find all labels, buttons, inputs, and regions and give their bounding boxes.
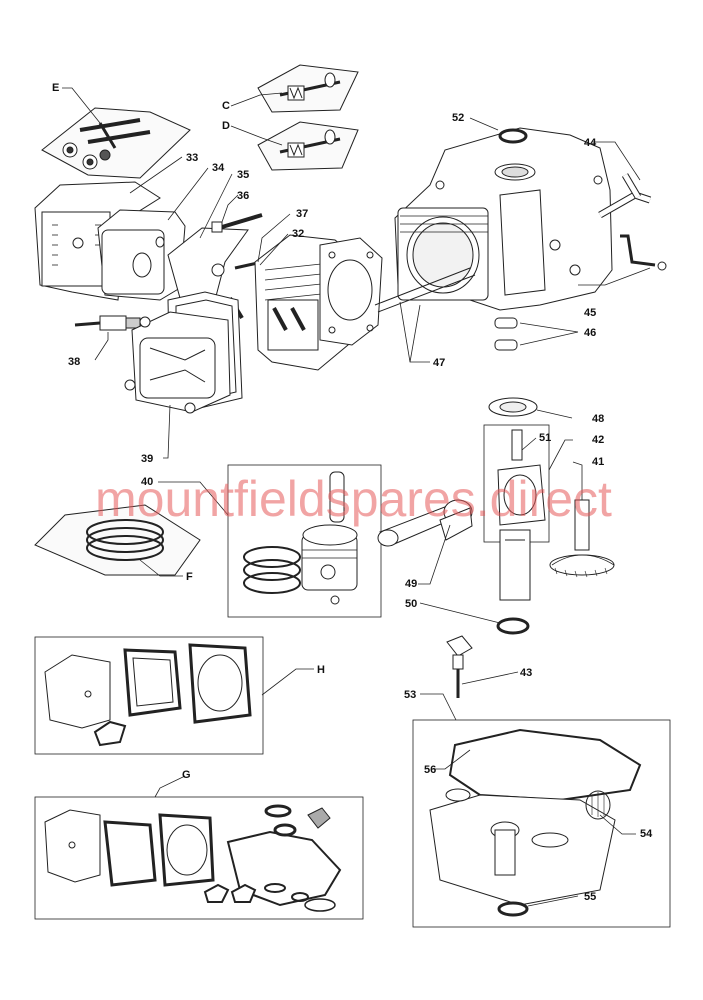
muffler	[97, 209, 186, 301]
callout-h: H	[317, 664, 325, 676]
callout-35: 35	[237, 169, 250, 181]
kit-h-box	[34, 636, 264, 755]
watermark: mountfieldspares.direct	[95, 471, 612, 527]
piston-box	[227, 464, 382, 618]
head-gasket	[319, 237, 383, 346]
callout-56: 56	[424, 764, 437, 776]
callout-34: 34	[212, 162, 225, 174]
callout-51: 51	[539, 432, 552, 444]
kit-e-bag	[41, 107, 191, 179]
spark-plug	[74, 315, 141, 331]
leader-lines	[62, 87, 651, 907]
dowel-pins	[494, 317, 518, 351]
callout-43: 43	[520, 667, 533, 679]
main-bearing	[488, 397, 538, 417]
callout-54: 54	[640, 828, 653, 840]
callout-48: 48	[592, 413, 605, 425]
connecting-rod	[377, 499, 473, 547]
callout-37: 37	[296, 208, 309, 220]
callout-d: D	[222, 120, 230, 132]
callout-41: 41	[592, 456, 605, 468]
callout-e: E	[52, 82, 60, 94]
callout-42: 42	[592, 434, 605, 446]
oil-seal-52	[498, 128, 528, 144]
kit-g-box	[34, 796, 364, 920]
callout-36: 36	[237, 190, 250, 202]
kit-c-bag	[257, 64, 359, 113]
callout-50: 50	[405, 598, 418, 610]
governor-rod	[620, 234, 667, 271]
sump-box	[412, 719, 671, 928]
bolt-36	[211, 213, 263, 233]
callout-46: 46	[584, 327, 597, 339]
callout-40: 40	[141, 476, 154, 488]
callout-49: 49	[405, 578, 418, 590]
callout-44: 44	[584, 137, 597, 149]
crankshaft-box	[483, 424, 550, 601]
callout-38: 38	[68, 356, 81, 368]
callout-55: 55	[584, 891, 597, 903]
callout-c: C	[222, 100, 230, 112]
callout-32: 32	[292, 228, 305, 240]
callout-52: 52	[452, 112, 465, 124]
rocker-cover	[124, 311, 231, 414]
kit-d-bag	[257, 121, 359, 171]
oil-seal-50	[496, 617, 530, 635]
callout-33: 33	[186, 152, 199, 164]
callout-47: 47	[433, 357, 446, 369]
callout-39: 39	[141, 453, 154, 465]
camshaft	[549, 499, 615, 578]
callout-45: 45	[584, 307, 597, 319]
callout-g: G	[182, 769, 191, 781]
kit-f-bag	[34, 504, 201, 576]
callout-53: 53	[404, 689, 417, 701]
breather-tube	[598, 173, 652, 219]
engine-block	[374, 127, 613, 313]
callout-f: F	[186, 571, 193, 583]
dipstick	[446, 635, 473, 698]
